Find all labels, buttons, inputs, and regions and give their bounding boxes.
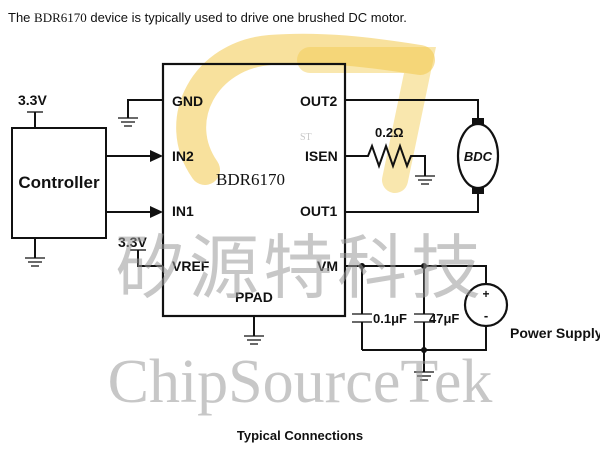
pin-out1: OUT1 [300,203,338,219]
capacitor-1-label: 0.1μF [373,311,407,326]
pin-in1: IN1 [172,203,194,219]
header-suffix: device is typically used to drive one br… [90,10,407,25]
power-supply-label: Power Supply [510,325,600,341]
svg-text:The BDR6170 device is: The BDR6170 device is typically used to … [8,10,407,25]
vm-supply-wiring [345,263,487,381]
controller-supply-label: 3.3V [18,92,47,108]
in2-signal-arrow [106,150,163,162]
capacitor-2-label: 47μF [429,311,459,326]
diagram-caption: Typical Connections [237,428,363,443]
controller-label: Controller [18,173,100,192]
sense-resistor [345,142,435,185]
pin-vm: VM [317,258,338,274]
out1-wire [345,194,479,213]
out2-wire [345,99,479,118]
motor-label: BDC [464,149,493,164]
pin-out2: OUT2 [300,93,338,109]
watermark-english: ChipSourceTek [108,348,493,416]
vref-supply-label: 3.3V [118,234,147,250]
controller-ground [25,238,45,267]
pin-isen: ISEN [305,148,338,164]
header-prefix: The [8,10,30,25]
watermark-chinese: 矽源特科技 [115,231,485,308]
chip-name: BDR6170 [216,170,285,189]
vref-wiring [130,249,163,267]
pin-in2: IN2 [172,148,194,164]
gnd-pin-wiring [118,99,163,127]
ppad-ground [244,316,264,345]
pin-gnd: GND [172,93,203,109]
pin-ppad: PPAD [235,289,273,305]
power-supply-minus: - [484,308,488,323]
header-device: BDR6170 [34,10,87,25]
pin-vref: VREF [172,258,210,274]
power-supply-symbol [463,282,509,328]
bdc-motor [456,118,500,194]
watermark-logo: ST [176,33,436,193]
power-supply-plus: + [482,287,489,301]
in1-signal-arrow [106,206,163,218]
resistor-label: 0.2Ω [375,125,404,140]
watermark-logo-letters: ST [300,132,312,143]
controller-box [11,127,107,239]
